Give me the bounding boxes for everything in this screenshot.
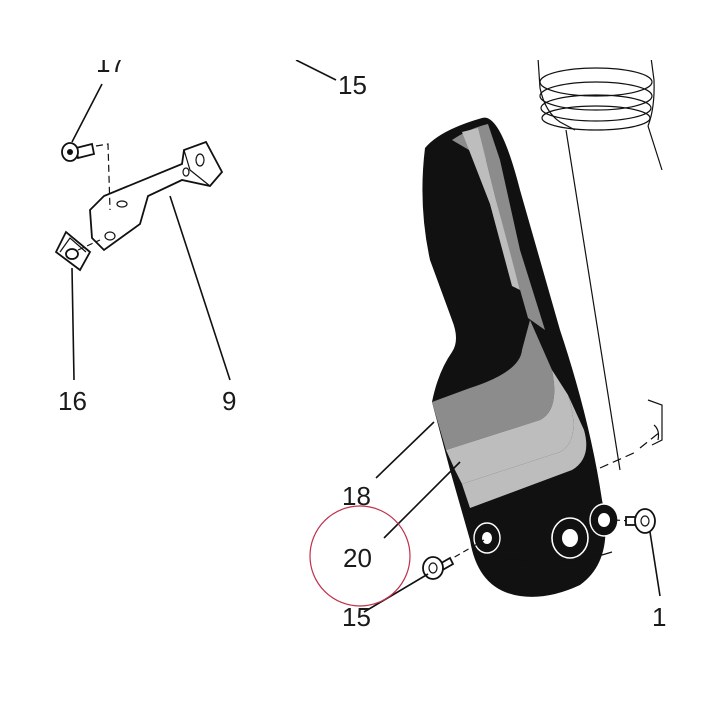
leader-15-top: [295, 59, 337, 81]
bracket: [89, 140, 224, 252]
screw-bottom: [422, 556, 455, 580]
leader-16: [71, 267, 75, 381]
fork-guard: [422, 117, 619, 597]
leader-17: [71, 83, 103, 143]
screw-right: [625, 508, 656, 534]
leader-1: [649, 531, 661, 597]
stripe-dark-gray: [432, 320, 555, 450]
stripe-top-gray: [452, 124, 545, 330]
stripe-light-gray: [446, 370, 574, 484]
clip-nut-16: [54, 230, 101, 272]
callout-15-top: 15: [338, 70, 367, 100]
callout-1: 1: [652, 602, 666, 632]
stripe-top-light: [462, 128, 520, 290]
leader-20: [383, 461, 461, 539]
top-crop-mask: [0, 0, 720, 60]
callout-18: 18: [342, 481, 371, 511]
leader-9: [169, 195, 231, 381]
callout-9: 9: [222, 386, 236, 416]
leader-18: [375, 421, 435, 479]
callout-16: 16: [58, 386, 87, 416]
stripe-lower-gray: [462, 395, 587, 508]
bolt-17: [61, 142, 96, 162]
leader-15-bottom: [363, 573, 429, 613]
highlight-circle: [309, 505, 411, 607]
callout-15-bottom: 15: [342, 602, 371, 632]
fork-tube: [537, 49, 663, 471]
callout-20: 20: [343, 543, 372, 573]
